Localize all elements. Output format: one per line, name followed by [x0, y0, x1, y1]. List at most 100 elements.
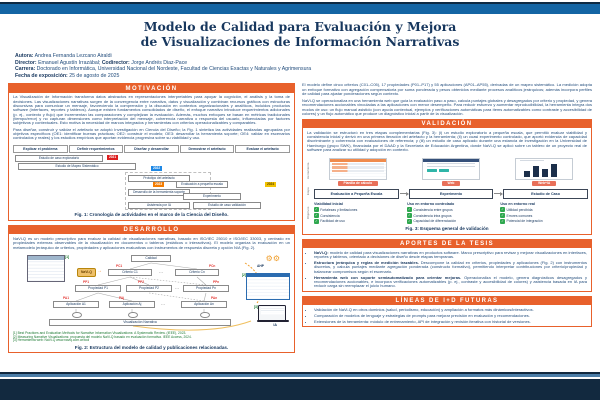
aportes-item-2-text: Descompone la calidad en criterios, prop…	[314, 260, 587, 274]
fig2-ref2-tag: [2]	[241, 272, 246, 277]
fig3-objective-label: Consistencia intra grupos	[413, 213, 452, 218]
check-icon: ✓	[314, 219, 319, 224]
fig3-group-entorno-controlado: Uso en entorno controlado ✓Consistencia …	[407, 202, 495, 225]
fig3-objective-label: Fortalezas y limitaciones	[320, 207, 358, 212]
aportes-header: APORTES DE LA TESIS	[303, 239, 591, 249]
desarrollo-header: DESARROLLO	[9, 225, 294, 235]
web-app-text-line	[426, 166, 475, 168]
fig2-reference-1: [1] Best Practices and Evaluation Method…	[13, 330, 187, 335]
fig2-node-aplicacion-an: Aplicación An	[181, 300, 227, 309]
fig2-ahp-label: AHP	[257, 263, 264, 268]
fig2-node-calidad: Calidad	[131, 254, 171, 263]
fig2-weight-pc1: PC1	[116, 263, 123, 268]
section-motivacion: MOTIVACIÓN La Visualización de Informaci…	[8, 83, 295, 221]
fig1-phase-4: Demostrar el artefacto	[179, 144, 235, 153]
web-app-header-bar	[422, 158, 479, 162]
fig3-tool-label-web-ia: Web+IA	[532, 180, 557, 186]
fig3-row-label-herramienta: Herramienta	[306, 161, 310, 179]
fig3-objective-item: ✓Fortalezas y limitaciones	[314, 207, 402, 213]
aportes-item-3-text: Operacionaliza el modelo, genera diagnós…	[314, 274, 587, 289]
figure-1-timeline: Explicar el problema Definir requerimien…	[13, 144, 290, 211]
dashboard-bar	[542, 168, 549, 177]
author-value: Andrea Fernanda Lezcano Airaldi	[34, 53, 112, 59]
fig3-tool-label-web: Web	[441, 180, 461, 186]
fig2-laptop-screen	[260, 307, 284, 316]
fig2-references: [1] Best Practices and Evaluation Method…	[9, 331, 294, 343]
fig2-paper-thumbnail	[27, 254, 65, 282]
footer-stripe-blue	[0, 373, 600, 377]
footer-banner	[0, 371, 600, 400]
aportes-item-2: Estructura jerárquica y reglas de medici…	[314, 260, 587, 274]
fig2-weight-ppn: PPn	[213, 279, 220, 284]
content-columns: MOTIVACIÓN La Visualización de Informaci…	[8, 83, 592, 357]
aportes-item-3: Herramienta web con soporte semiautomati…	[314, 274, 587, 289]
fig2-reference-3: [3] Herramienta web: NaVi-Q www.naviq.co…	[13, 338, 90, 343]
dashboard-bar	[551, 163, 558, 177]
carrera-value: Doctorado en Informática, Universidad Na…	[36, 66, 312, 73]
fig3-tool-cell-1: Planilla de cálculo	[314, 157, 402, 186]
fig2-paper-band	[28, 255, 64, 260]
lineas-list: Validación de NaVi-Q en otros dominios (…	[307, 307, 587, 324]
fig2-ia-label: IA	[273, 322, 277, 327]
fig1-group-outline-1	[125, 171, 211, 210]
fig2-node-aplicacion-a1: Aplicación A1	[53, 300, 99, 309]
spreadsheet-header-row	[329, 158, 386, 162]
spreadsheet-row	[331, 163, 384, 166]
fig3-objective-label: Errores comunes	[506, 213, 533, 218]
fig3-objective-item: ✓Consistencia	[314, 213, 402, 218]
fecha-value: 25 de agosto de 2025	[69, 72, 120, 79]
fig2-web-thumbnail-bar	[247, 273, 289, 277]
carrera-line: Carrera: Doctorado en Informática, Unive…	[15, 66, 600, 73]
fig2-reference-2: [2] Measuring Narrative Visualizations: …	[13, 334, 192, 339]
validacion-header: VALIDACIÓN	[303, 119, 591, 129]
flow-arrow-icon	[494, 191, 503, 196]
lineas-header: LÍNEAS DE I+D FUTURAS	[303, 296, 591, 306]
fig3-row-label-objetivos: Objetivos	[306, 206, 310, 219]
lineas-item-3: Extensiones de la herramienta: módulo de…	[314, 319, 587, 324]
fig3-objective-item: ✓Utilidad percibida	[500, 207, 588, 213]
model-summary-p2: NaVi-Q se operacionaliza en una herramie…	[302, 97, 592, 116]
aportes-item-1-lead: NaVi-Q:	[314, 249, 329, 255]
fecha-line: Fecha de exposición: 25 de agosto de 202…	[15, 73, 600, 80]
check-icon: ✓	[407, 207, 412, 213]
motivacion-p1: La Visualización de Información transfor…	[13, 94, 290, 126]
fig3-tool-thumbnails: Planilla de cálculo	[314, 157, 588, 186]
author-label: Autora:	[15, 53, 34, 59]
fig2-instrument-ellipse-2	[128, 311, 138, 319]
footer-stripe-dark	[0, 371, 600, 374]
check-icon: ✓	[500, 207, 505, 213]
section-aportes: APORTES DE LA TESIS NaVi-Q: modelo de ca…	[302, 238, 592, 292]
fig1-phase-5: Evaluar el artefacto	[235, 144, 290, 153]
fig1-year-chip-2023: 2023	[153, 181, 165, 188]
fig2-node-propiedad-p2: Propiedad P2	[126, 284, 172, 293]
dashboard-bar-chart	[524, 163, 558, 177]
fig2-node-aplicacion-aj: Aplicación Aj	[109, 300, 155, 309]
fig3-objective-label: Consistencia	[320, 213, 340, 218]
fig3-group-title: Viabilidad inicial	[314, 202, 343, 207]
author-block: Autora: Andrea Fernanda Lezcano Airaldi …	[15, 53, 600, 79]
fig3-objective-item: ✓Consistencia intra grupos	[407, 213, 495, 218]
check-icon: ✓	[407, 219, 412, 224]
web-app-text-line	[426, 163, 475, 165]
flow-arrow-icon	[399, 191, 409, 196]
model-summary-p1: El modelo define cinco criterios (C01–C0…	[302, 82, 592, 97]
web-app-button	[426, 169, 437, 173]
aportes-list: NaVi-Q: modelo de calidad para visualiza…	[307, 249, 587, 289]
web-app-thumbnail	[421, 157, 480, 180]
codirector-value: Jorge Andrés Diaz-Pace	[131, 59, 188, 66]
fig3-group-title: Uso en entorno real	[500, 202, 535, 207]
fig3-objective-item: ✓Capacidad de diferenciación	[407, 219, 495, 224]
footer-block	[0, 379, 600, 400]
fig3-group-viabilidad: Viabilidad inicial ✓Fortalezas y limitac…	[314, 202, 402, 225]
fig3-tool-cell-3: Web+IA	[500, 157, 588, 186]
fig3-caption: Fig. 3: Esquema general de validación	[405, 226, 489, 232]
fig2-caption: Fig. 2: Estructura del modelo de calidad…	[74, 344, 229, 350]
aportes-item-1-text: modelo de calidad para visualizaciones n…	[314, 249, 587, 260]
fig2-instrument-ellipse-1	[72, 311, 82, 319]
check-icon: ✓	[500, 213, 505, 218]
figure-3-validation: Herramienta Etapa Objetivos	[306, 157, 588, 225]
fig2-instrument-ellipse-3	[200, 311, 210, 319]
fig3-objective-label: Potencial de integración	[506, 219, 543, 224]
validacion-p1: La validación se estructuró en tres etap…	[307, 129, 587, 153]
fig2-node-propiedad-pn: Propiedad Pn	[183, 284, 229, 293]
